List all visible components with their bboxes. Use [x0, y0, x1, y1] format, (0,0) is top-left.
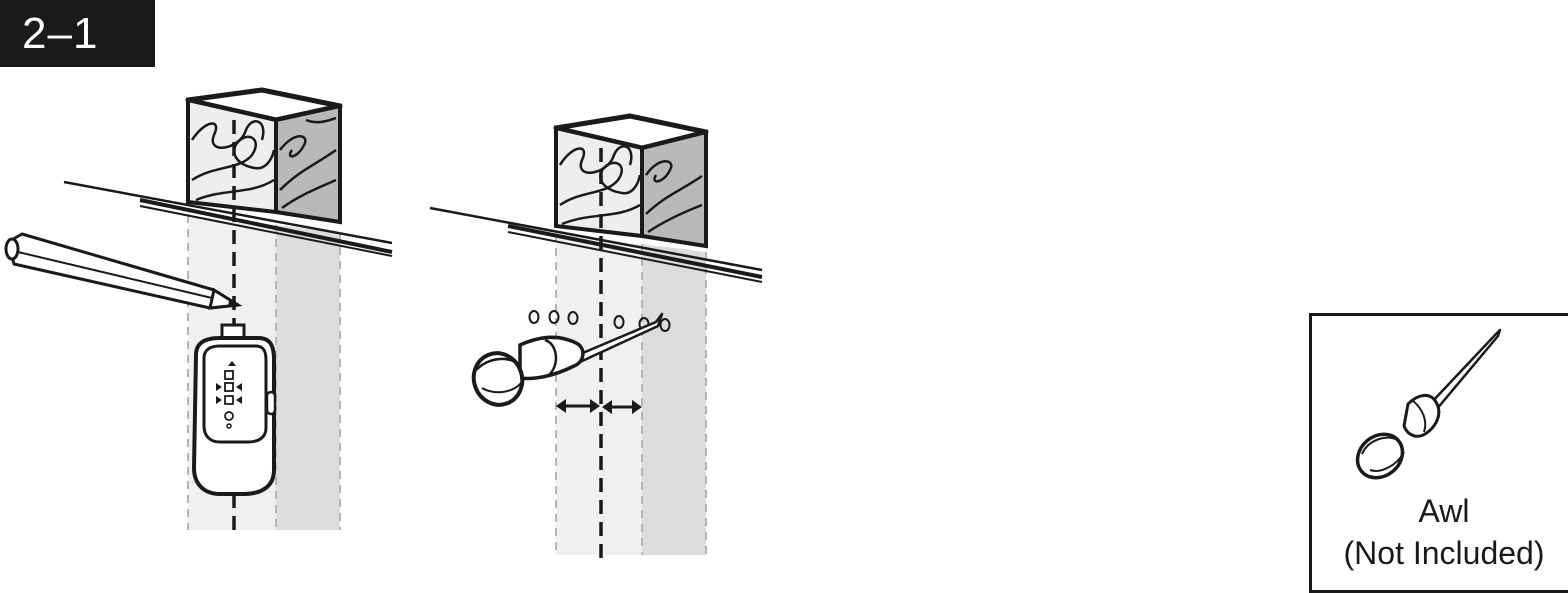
left-post-side-face: [276, 225, 340, 530]
middle-post-side-face: [642, 244, 706, 555]
sensor-device: [191, 323, 277, 496]
spacing-arrows: [556, 399, 642, 414]
pencil: [4, 232, 243, 310]
middle-post: [429, 113, 763, 560]
tool-availability-note: (Not Included): [1343, 535, 1545, 571]
awl-tool: [471, 312, 664, 407]
awl-icon: [1355, 328, 1502, 480]
tool-callout-box: Awl (Not Included): [1309, 313, 1568, 593]
step-number-badge: 2–1: [0, 0, 155, 67]
installation-illustration: [4, 87, 763, 560]
tool-name-label: Awl: [1418, 493, 1470, 529]
middle-post-front-face: [556, 234, 642, 555]
